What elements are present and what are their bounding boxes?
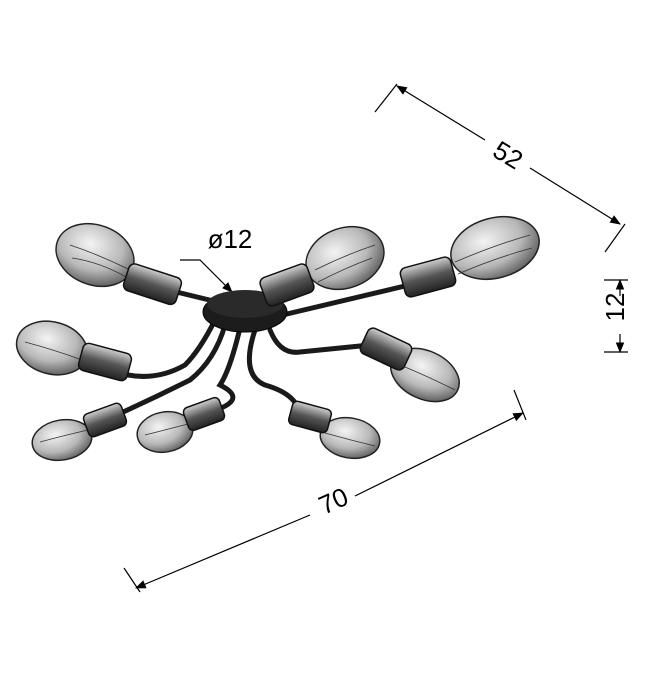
depth-label: 52 xyxy=(488,135,528,176)
extension-line xyxy=(123,567,141,593)
dimension-line xyxy=(354,412,524,497)
bulb-7 xyxy=(136,396,226,454)
dimension-line xyxy=(529,167,621,225)
bulb-4 xyxy=(15,320,133,382)
bulb-3 xyxy=(399,216,540,298)
bulb-8 xyxy=(287,400,381,460)
canopy-diameter-label: ø12 xyxy=(208,224,253,254)
bulb-5 xyxy=(359,327,460,403)
width-dimension: 70 xyxy=(123,389,527,593)
extension-line xyxy=(604,223,626,253)
extension-line xyxy=(513,389,527,421)
dimension-line xyxy=(396,85,486,141)
width-label: 70 xyxy=(314,481,353,520)
bulb-6 xyxy=(31,402,128,462)
height-label: 12 xyxy=(600,293,630,322)
leader-line xyxy=(180,259,233,293)
extension-line xyxy=(374,83,398,113)
bulb-1 xyxy=(55,222,183,306)
dimension-line xyxy=(135,514,311,589)
canopy-diameter-dimension: ø12 xyxy=(180,224,253,293)
bulb-2 xyxy=(259,225,385,307)
height-dimension: 12 xyxy=(600,278,630,354)
